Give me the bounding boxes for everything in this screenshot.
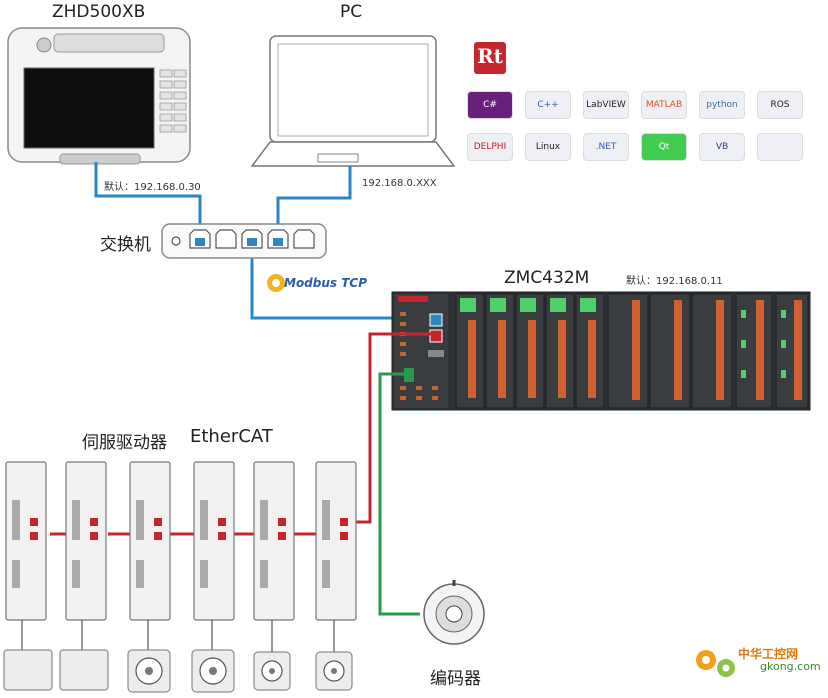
software-tile-cpp: C++	[526, 92, 570, 118]
software-tile-qt: Qt	[642, 134, 686, 160]
pc-name: PC	[340, 2, 363, 22]
rt-logo	[474, 42, 506, 74]
ethernet-links	[94, 162, 440, 320]
encoder-label: 编码器	[430, 669, 481, 689]
servo-drives	[5, 461, 357, 621]
hmi-tablet	[7, 27, 191, 165]
controller-name: ZMC432M	[504, 268, 590, 288]
modbus-logo-icon	[267, 274, 285, 292]
servo-label: 伺服驱动器	[82, 433, 167, 453]
motors	[3, 649, 353, 693]
pc-ip: 192.168.0.XXX	[362, 178, 437, 189]
software-tile-dotnet: .NET	[584, 134, 628, 160]
ethercat-label: EtherCAT	[190, 426, 273, 447]
hmi-name: ZHD500XB	[52, 2, 146, 22]
software-tile-python: python	[700, 92, 744, 118]
software-tile-vb: VB	[700, 134, 744, 160]
hmi-ip: 默认：192.168.0.30	[104, 182, 201, 193]
encoder-link	[378, 372, 420, 616]
software-tile-apple	[758, 134, 802, 160]
modbus-label: Modbus TCP	[284, 276, 368, 290]
software-tile-linux: Linux	[526, 134, 570, 160]
software-tile-delphi: DELPHI	[468, 134, 512, 160]
encoder-device	[423, 580, 485, 645]
watermark-gear-icon	[696, 650, 735, 677]
pc-laptop	[250, 35, 456, 167]
watermark-title: 中华工控网	[738, 647, 799, 661]
software-tile-ros: ROS	[758, 92, 802, 118]
software-tile-csharp: C#	[468, 92, 512, 118]
ethernet-switch	[161, 223, 327, 259]
switch-label: 交换机	[100, 235, 151, 255]
controller-zmc432m	[391, 291, 811, 411]
rt-logo-text: Rt	[477, 44, 503, 68]
software-tile-labview: LabVIEW	[584, 92, 628, 118]
controller-ip: 默认：192.168.0.11	[626, 276, 723, 287]
motor-cables	[21, 620, 335, 652]
software-tile-matlab: MATLAB	[642, 92, 686, 118]
watermark-url: gkong.com	[760, 660, 821, 673]
